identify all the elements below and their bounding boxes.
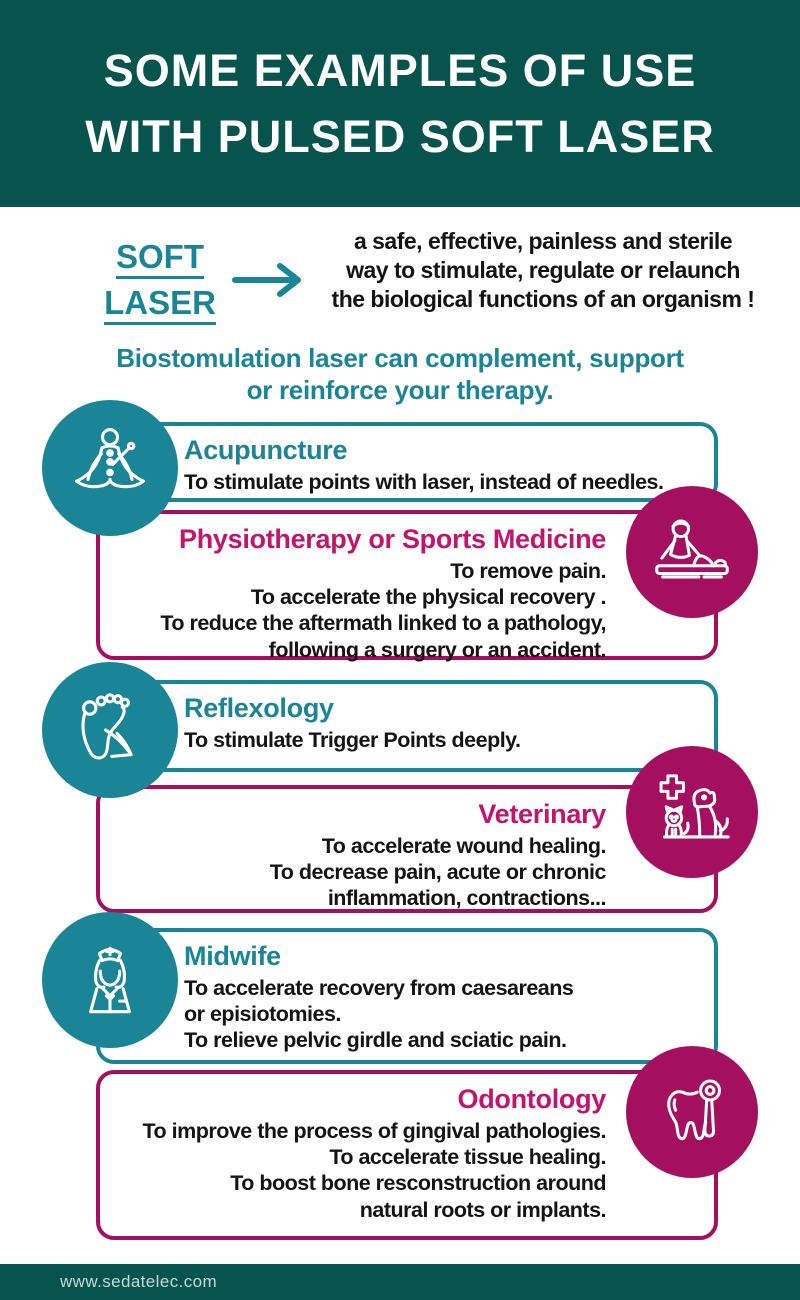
- card-text-line: To decrease pain, acute or chronic: [269, 860, 607, 885]
- right-arrow-icon: [232, 262, 308, 298]
- intro-description: a safe, effective, painless and sterile …: [300, 227, 786, 315]
- soft-laser-word-laser: LASER: [104, 286, 216, 325]
- card-text-line: To relieve pelvic girdle and sciatic pai…: [184, 1028, 567, 1053]
- card-text-line: To boost bone resconstruction around: [230, 1171, 606, 1196]
- card-text-line: natural roots or implants.: [359, 1197, 607, 1222]
- tooth-mirror-icon: [626, 1046, 758, 1178]
- card-reflexology: Reflexology To stimulate Trigger Points d…: [96, 680, 718, 772]
- card-content: Veterinary To accelerate wound healing.To…: [100, 789, 714, 911]
- intro-description-line3: the biological functions of an organism …: [331, 286, 755, 313]
- intro-description-line2: way to stimulate, regulate or relaunch: [346, 257, 740, 284]
- tagline: Biostomulation laser can complement, sup…: [0, 343, 800, 406]
- card-content: Midwife To accelerate recovery from caesa…: [100, 932, 714, 1060]
- card-text-line: To accelerate recovery from caesareans: [184, 976, 574, 1001]
- nurse-icon: [42, 912, 178, 1048]
- card-text-line: To stimulate Trigger Points deeply.: [184, 728, 521, 753]
- card-text-line: To remove pain.: [450, 559, 606, 584]
- card-content: Physiotherapy or Sports Medicine To remov…: [100, 514, 714, 662]
- card-text-line: inflammation, contractions...: [327, 886, 607, 911]
- card-text-line: or episiotomies.: [184, 1002, 341, 1027]
- header-banner: SOME EXAMPLES OF USE WITH PULSED SOFT LA…: [0, 0, 800, 207]
- card-acupuncture: Acupuncture To stimulate points with lase…: [96, 422, 718, 502]
- card-text-line: To accelerate the physical recovery .: [250, 585, 607, 610]
- foot-reflexology-icon: [42, 662, 178, 798]
- card-content: Acupuncture To stimulate points with lase…: [100, 426, 714, 498]
- soft-laser-label: SOFT LASER: [92, 240, 228, 332]
- tagline-line1: Biostomulation laser can complement, sup…: [116, 343, 684, 373]
- card-content: Odontology To improve the process of ging…: [100, 1074, 714, 1236]
- card-content: Reflexology To stimulate Trigger Points d…: [100, 684, 714, 768]
- soft-laser-word-soft: SOFT: [116, 240, 204, 279]
- card-odontology: Odontology To improve the process of ging…: [96, 1070, 718, 1240]
- card-veterinary: Veterinary To accelerate wound healing.To…: [96, 785, 718, 913]
- card-title-physiotherapy-or-sports-medicine: Physiotherapy or Sports Medicine: [178, 524, 606, 554]
- footer-banner: www.sedatelec.com: [0, 1264, 800, 1300]
- header-title-line1: SOME EXAMPLES OF USE: [103, 45, 697, 97]
- header-title-line2: WITH PULSED SOFT LASER: [85, 110, 715, 162]
- footer-website: www.sedatelec.com: [60, 1272, 218, 1291]
- dog-cat-cross-icon: [626, 746, 758, 878]
- card-text-line: To improve the process of gingival patho…: [142, 1119, 606, 1144]
- meditation-icon: [42, 400, 178, 536]
- card-physiotherapy-or-sports-medicine: Physiotherapy or Sports Medicine To remov…: [96, 510, 718, 662]
- intro-description-line1: a safe, effective, painless and sterile: [353, 228, 733, 254]
- card-text-line: To accelerate tissue healing.: [329, 1145, 606, 1170]
- card-title-veterinary: Veterinary: [478, 799, 606, 829]
- card-midwife: Midwife To accelerate recovery from caesa…: [96, 928, 718, 1064]
- card-text-line: following a surgery or an accident.: [268, 637, 607, 662]
- tagline-line2: or reinforce your therapy.: [246, 374, 554, 405]
- massage-icon: [626, 486, 758, 618]
- card-title-midwife: Midwife: [184, 941, 281, 971]
- card-text-line: To stimulate points with laser, instead …: [184, 470, 664, 495]
- card-title-reflexology: Reflexology: [184, 693, 334, 723]
- card-text-line: To accelerate wound healing.: [321, 834, 607, 859]
- card-title-odontology: Odontology: [457, 1084, 607, 1114]
- card-text-line: To reduce the aftermath linked to a path…: [160, 611, 606, 636]
- card-title-acupuncture: Acupuncture: [184, 435, 348, 465]
